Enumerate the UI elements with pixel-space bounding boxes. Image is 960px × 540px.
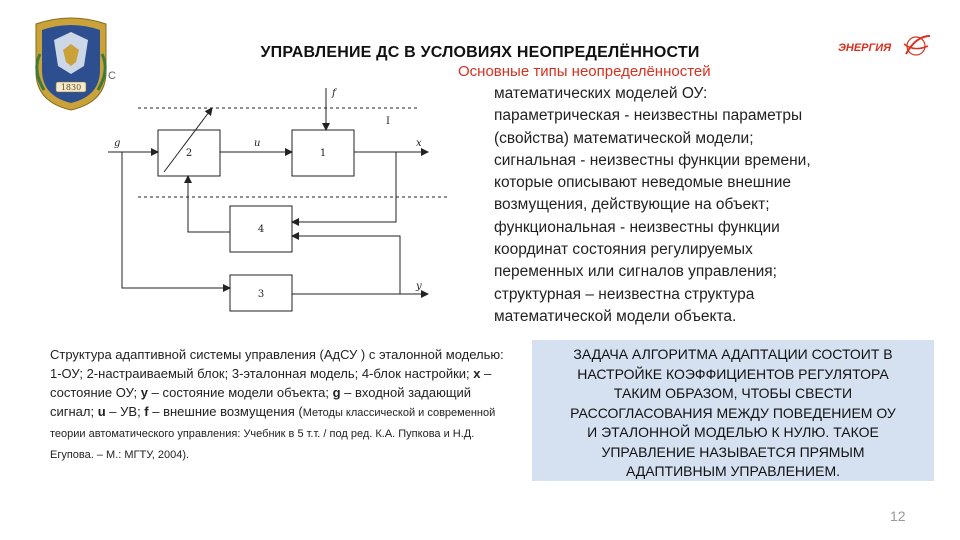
task-line: УПРАВЛЕНИЕ НАЗЫВАЕТСЯ ПРЯМЫМ xyxy=(601,443,865,460)
types-line: математических моделей ОУ: xyxy=(494,85,708,102)
block-3-reference-model xyxy=(229,274,293,312)
region-label: I xyxy=(386,116,390,127)
block-1-label: 1 xyxy=(320,148,326,159)
diagram-caption: Структура адаптивной системы управления … xyxy=(50,345,512,465)
uncertainty-types-heading: Основные типы неопределённостей xyxy=(458,63,711,80)
task-line: НАСТРОЙКЕ КОЭФФИЦИЕНТОВ РЕГУЛЯТОРА xyxy=(577,365,889,382)
task-line: И ЭТАЛОННОЙ МОДЕЛЬЮ К НУЛЮ. ТАКОЕ xyxy=(587,424,879,440)
brand-name: ЭНЕРГИЯ xyxy=(838,42,892,54)
caption-f: f xyxy=(144,404,149,419)
types-line: (свойства) математической модели; xyxy=(494,129,754,147)
block-3-label: 3 xyxy=(258,289,264,300)
types-line: функциональная - неизвестны функции xyxy=(494,218,780,236)
types-line: сигнальная - неизвестны функции времени, xyxy=(494,151,811,169)
caption-text: – состояние модели объекта; xyxy=(148,385,333,400)
caption-g: g xyxy=(332,385,341,400)
logo-suffix: С xyxy=(108,70,116,82)
caption-text: – УВ; xyxy=(105,404,145,419)
block-4-label: 4 xyxy=(258,224,264,235)
block-2-label: 2 xyxy=(186,148,192,159)
task-line: АДАПТИВНЫМ УПРАВЛЕНИЕМ. xyxy=(626,463,840,479)
types-line: математической модели объекта. xyxy=(494,307,737,325)
caption-y: y xyxy=(140,385,148,400)
signal-u-label: u xyxy=(254,138,260,149)
types-line: возмущения, действующие на объект; xyxy=(494,196,770,214)
caption-reference: Методы классической и современной теории… xyxy=(50,407,496,461)
adaptation-task-box: ЗАДАЧА АЛГОРИТМА АДАПТАЦИИ СОСТОИТ В НАС… xyxy=(532,340,934,481)
signal-y-label: y xyxy=(415,281,422,292)
energia-brand-logo: ЭНЕРГИЯ xyxy=(838,35,931,56)
signal-g-label: g xyxy=(114,138,120,149)
caption-text: – внешние возмущения ( xyxy=(148,404,303,419)
caption-text: – входной задающий сигнал; xyxy=(50,385,472,419)
types-line: которые описывают неведомые внешние xyxy=(494,174,791,192)
signal-f-label: f xyxy=(331,88,338,99)
crest-year: 1830 xyxy=(61,83,81,92)
caption-text: Структура адаптивной системы управления … xyxy=(50,347,504,381)
page-number: 12 xyxy=(890,508,906,524)
caption-u: u xyxy=(97,404,106,419)
types-line: переменных или сигналов управления; xyxy=(494,263,777,281)
task-line: ЗАДАЧА АЛГОРИТМА АДАПТАЦИИ СОСТОИТ В xyxy=(573,346,893,362)
task-line: РАССОГЛАСОВАНИЯ МЕЖДУ ПОВЕДЕНИЕМ ОУ xyxy=(570,404,896,421)
types-line: координат состояния регулируемых xyxy=(494,241,753,259)
task-line: ТАКИМ ОБРАЗОМ, ЧТОБЫ СВЕСТИ xyxy=(613,385,853,401)
adaptive-system-block-diagram: 2 1 4 3 g u x f y I xyxy=(108,88,450,312)
signal-x-label: x xyxy=(416,138,422,149)
uncertainty-types-list: математических моделей ОУ: параметрическ… xyxy=(494,83,894,328)
caption-text: – состояние ОУ; xyxy=(50,366,492,400)
slide-title: УПРАВЛЕНИЕ ДС В УСЛОВИЯХ НЕОПРЕДЕЛЁННОСТ… xyxy=(260,44,700,61)
types-line: параметрическая - неизвестны параметры xyxy=(494,107,803,125)
university-crest-logo: 1830 xyxy=(35,17,107,111)
block-4-tuning xyxy=(229,205,293,253)
types-line: структурная – неизвестна структура xyxy=(494,285,755,303)
caption-x: x xyxy=(473,366,481,381)
